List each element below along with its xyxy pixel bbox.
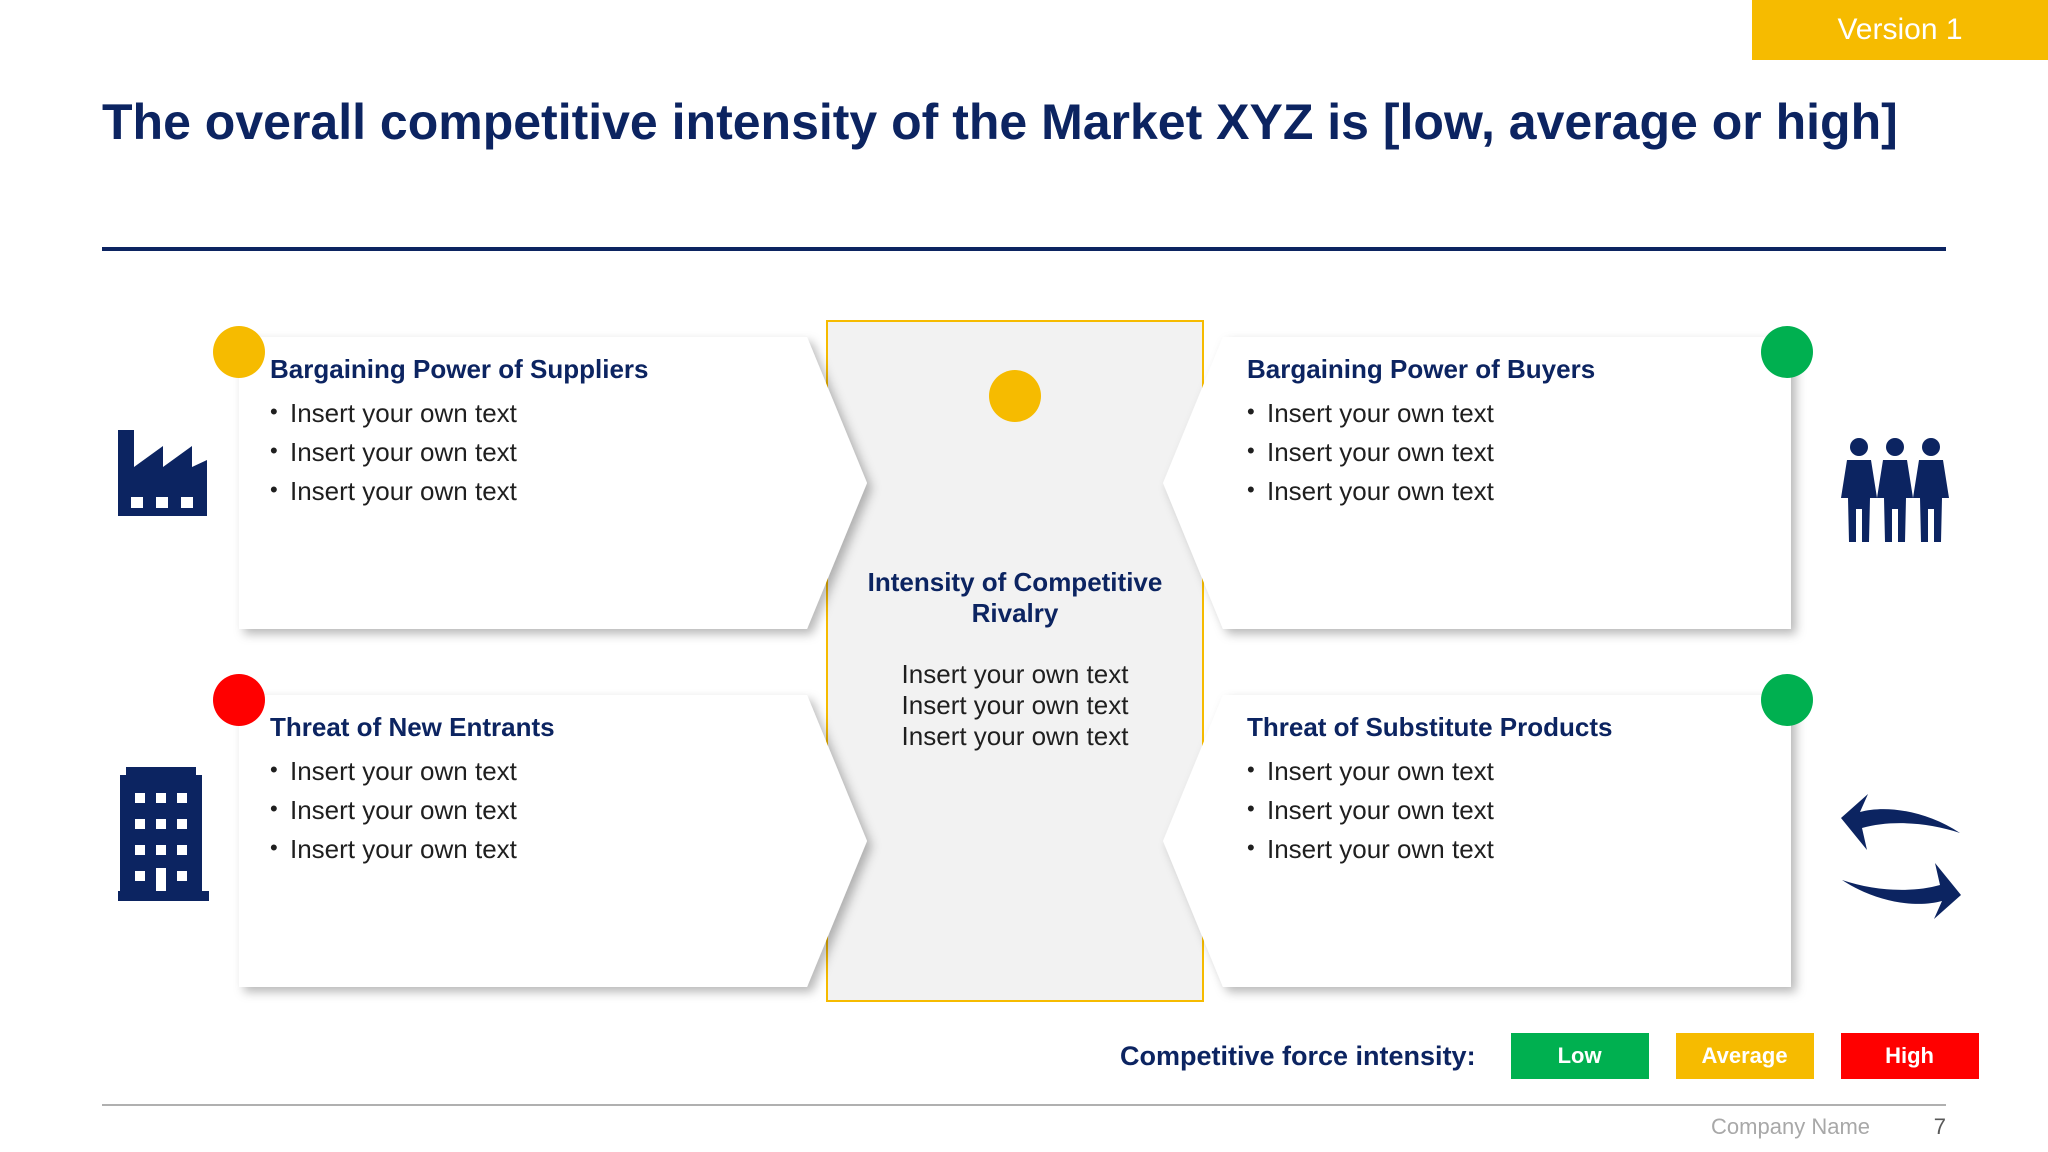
list-item: Insert your own text bbox=[901, 721, 1129, 751]
list-item: Insert your own text bbox=[901, 659, 1129, 689]
force-substitutes: Threat of Substitute Products Insert you… bbox=[1247, 710, 1612, 869]
center-rivalry-box bbox=[826, 320, 1204, 1002]
force-title: Bargaining Power of Suppliers bbox=[270, 354, 649, 384]
intensity-dot-rivalry bbox=[989, 370, 1041, 422]
list-item: Insert your own text bbox=[901, 690, 1129, 720]
force-bullets: Insert your own text Insert your own tex… bbox=[1247, 750, 1612, 869]
list-item: Insert your own text bbox=[1247, 431, 1595, 472]
list-item: Insert your own text bbox=[270, 828, 555, 869]
list-item: Insert your own text bbox=[1247, 789, 1612, 830]
rivalry-title: Intensity of Competitive Rivalry bbox=[867, 567, 1163, 628]
force-bullets: Insert your own text Insert your own tex… bbox=[1247, 392, 1595, 511]
list-item: Insert your own text bbox=[1247, 828, 1612, 869]
title-divider bbox=[102, 247, 1946, 251]
swap-arrows-icon bbox=[1841, 794, 1961, 919]
page-number: 7 bbox=[1933, 1114, 1946, 1139]
version-tag: Version 1 bbox=[1752, 0, 2048, 60]
legend-high: High bbox=[1840, 1033, 1979, 1079]
slide-title: The overall competitive intensity of the… bbox=[102, 94, 1898, 150]
force-bullets: Insert your own text Insert your own tex… bbox=[270, 392, 649, 511]
intensity-legend: Competitive force intensity: Low Average… bbox=[1120, 1032, 1979, 1080]
list-item: Insert your own text bbox=[1247, 470, 1595, 511]
legend-label: Competitive force intensity: bbox=[1120, 1040, 1476, 1071]
list-item: Insert your own text bbox=[270, 789, 555, 830]
list-item: Insert your own text bbox=[270, 392, 649, 433]
footer-divider bbox=[102, 1104, 1946, 1106]
legend-low: Low bbox=[1510, 1033, 1649, 1079]
force-title: Threat of New Entrants bbox=[270, 712, 555, 742]
list-item: Insert your own text bbox=[270, 470, 649, 511]
force-buyers: Bargaining Power of Buyers Insert your o… bbox=[1247, 352, 1595, 511]
list-item: Insert your own text bbox=[270, 431, 649, 472]
legend-average: Average bbox=[1675, 1033, 1814, 1079]
people-icon bbox=[1841, 438, 1949, 542]
force-title: Threat of Substitute Products bbox=[1247, 712, 1613, 742]
office-building-icon bbox=[118, 767, 209, 901]
footer-company: Company Name bbox=[1711, 1114, 1870, 1139]
force-new-entrants: Threat of New Entrants Insert your own t… bbox=[270, 710, 555, 869]
list-item: Insert your own text bbox=[1247, 750, 1612, 791]
list-item: Insert your own text bbox=[270, 750, 555, 791]
intensity-dot-new-entrants bbox=[213, 674, 265, 726]
force-bullets: Insert your own text Insert your own tex… bbox=[270, 750, 555, 869]
list-item: Insert your own text bbox=[1247, 392, 1595, 433]
force-title: Bargaining Power of Buyers bbox=[1247, 354, 1596, 384]
intensity-dot-buyers bbox=[1761, 326, 1813, 378]
factory-icon bbox=[118, 430, 207, 516]
intensity-dot-suppliers bbox=[213, 326, 265, 378]
rivalry-lines: Insert your own text Insert your own tex… bbox=[830, 659, 1200, 752]
force-suppliers: Bargaining Power of Suppliers Insert you… bbox=[270, 352, 649, 511]
intensity-dot-substitutes bbox=[1761, 674, 1813, 726]
rivalry-content: Intensity of Competitive Rivalry Insert … bbox=[830, 567, 1200, 752]
